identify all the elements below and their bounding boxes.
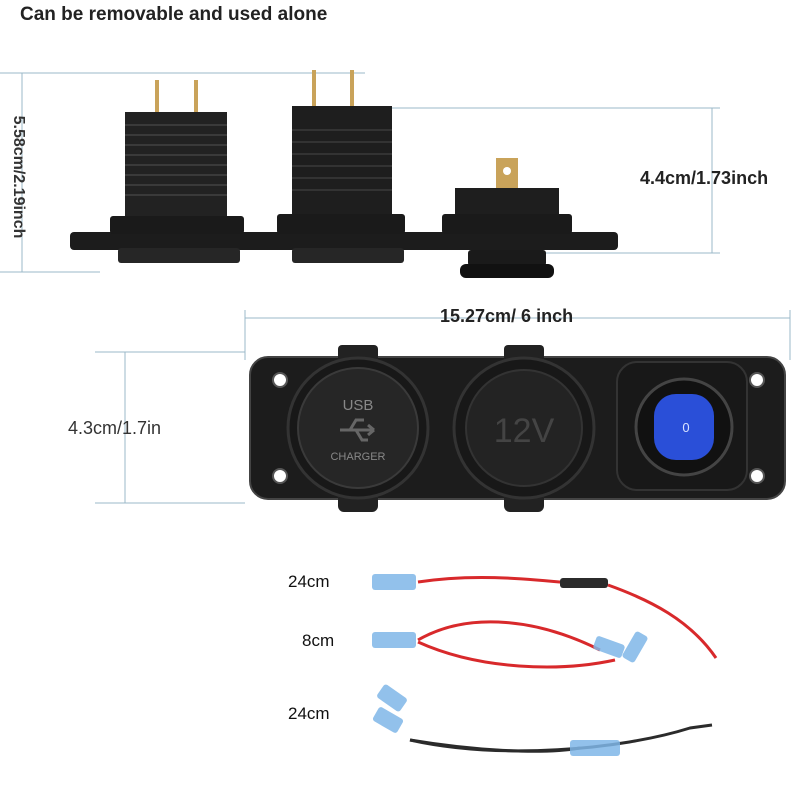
- headline: Can be removable and used alone: [20, 4, 328, 25]
- wire-3-length: 24cm: [288, 704, 330, 723]
- panel-height-label: 4.3cm/1.7in: [68, 418, 162, 438]
- switch-side: [442, 158, 572, 278]
- usb-charger-cap: [286, 345, 430, 512]
- panel-width-label: 15.27cm/ 6 inch: [440, 306, 574, 326]
- usb-cap-bottom-label: CHARGER: [330, 451, 385, 463]
- wire-1: [372, 574, 718, 659]
- cigarette-socket-side: [277, 70, 405, 234]
- switch-mark-label: 0: [682, 420, 689, 435]
- front-view: [249, 345, 786, 512]
- usb-socket-side: [110, 80, 244, 234]
- socket-height-label: 4.4cm/1.73inch: [640, 168, 769, 188]
- wire-2-length: 8cm: [302, 631, 335, 650]
- wire-2: [372, 620, 648, 669]
- usb-cap-top-label: USB: [343, 397, 374, 414]
- mounting-holes: [272, 372, 765, 484]
- overall-height-label: 5.58cm/2.19inch: [10, 115, 27, 239]
- 12v-socket-cap: [452, 345, 596, 512]
- usb-icon: [340, 418, 375, 442]
- wire-3: [372, 684, 713, 756]
- socket-12v-label: 12V: [494, 412, 555, 450]
- dimension-lines: [0, 72, 791, 504]
- rocker-switch: [616, 361, 748, 491]
- wire-1-length: 24cm: [288, 572, 330, 591]
- side-view: [70, 70, 618, 278]
